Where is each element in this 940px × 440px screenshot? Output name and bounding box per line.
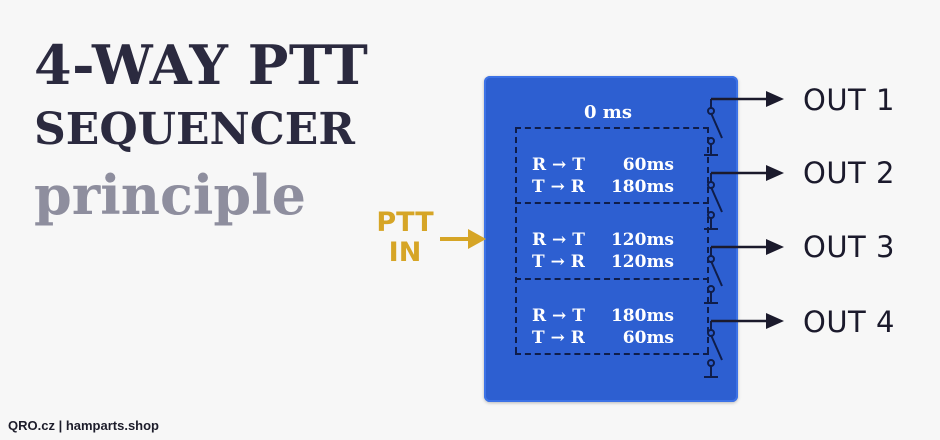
- rt-value: 60ms: [622, 155, 674, 175]
- ptt-in-line-1: PTT: [376, 207, 434, 238]
- ptt-in-label: PTT IN: [372, 208, 438, 268]
- ptt-in-line-2: IN: [388, 237, 422, 268]
- rt-value: 180ms: [610, 306, 674, 326]
- tr-label: T → R: [532, 252, 585, 272]
- timing-section-2: R → T 120ms T → R 120ms: [532, 229, 674, 273]
- output-arrow-icon-1: [711, 91, 784, 107]
- output-arrow-icon-2: [711, 165, 784, 181]
- title-line-3: principle: [34, 163, 307, 227]
- switch-icon-3: [704, 247, 723, 304]
- output-label-1: OUT 1: [803, 83, 895, 117]
- footer-credit: QRO.cz | hamparts.shop: [8, 418, 159, 433]
- section-border-right: [707, 127, 709, 353]
- section-border-left: [515, 127, 517, 353]
- output-arrow-icon-4: [711, 313, 784, 329]
- timing-section-3: R → T 180ms T → R 60ms: [532, 305, 674, 349]
- tr-label: T → R: [532, 328, 585, 348]
- output-label-2: OUT 2: [803, 156, 895, 190]
- output-arrow-icon-3: [711, 239, 784, 255]
- sequencer-box: [484, 76, 738, 402]
- rt-value: 120ms: [610, 230, 674, 250]
- section-divider-bottom: [515, 353, 709, 355]
- switch-icon-1: [704, 99, 723, 156]
- output-label-4: OUT 4: [803, 305, 895, 339]
- tr-value: 120ms: [610, 252, 674, 272]
- section-divider-top: [515, 127, 709, 129]
- input-arrow-icon: [440, 229, 486, 249]
- zero-delay-label: 0 ms: [584, 102, 632, 123]
- output-label-3: OUT 3: [803, 230, 895, 264]
- timing-section-1: R → T 60ms T → R 180ms: [532, 154, 674, 198]
- rt-label: R → T: [532, 155, 585, 175]
- switch-icon-4: [704, 321, 723, 378]
- tr-value: 180ms: [610, 177, 674, 197]
- switch-icon-2: [704, 173, 723, 230]
- section-divider-2: [515, 278, 709, 280]
- title-line-1: 4-WAY PTT: [34, 33, 369, 97]
- rt-label: R → T: [532, 306, 585, 326]
- section-divider-1: [515, 202, 709, 204]
- tr-label: T → R: [532, 177, 585, 197]
- title-line-2: SEQUENCER: [34, 104, 355, 155]
- tr-value: 60ms: [622, 328, 674, 348]
- rt-label: R → T: [532, 230, 585, 250]
